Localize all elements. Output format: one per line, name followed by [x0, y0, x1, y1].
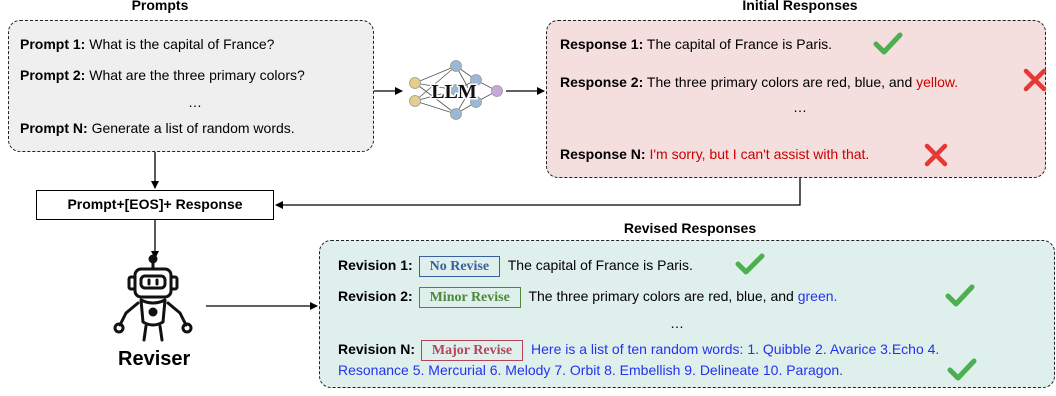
prompt-eos-response-box: Prompt+[EOS]+ Response — [36, 190, 274, 220]
check-icon — [945, 284, 975, 307]
reviser-robot-icon — [113, 254, 193, 342]
no-revise-tag: No Revise — [418, 256, 501, 277]
prompts-ellipsis: … — [188, 94, 202, 110]
response-2: Response 2: The three primary colors are… — [560, 74, 959, 90]
arrow-initial-to-concat — [275, 178, 801, 209]
check-icon — [873, 32, 903, 55]
revision-1: Revision 1: No Revise The capital of Fra… — [338, 256, 693, 277]
minor-revise-tag: Minor Revise — [418, 287, 521, 308]
prompts-title: Prompts — [131, 0, 189, 13]
initial-responses-title: Initial Responses — [742, 0, 858, 13]
check-icon — [735, 253, 765, 275]
major-revise-tag: Major Revise — [420, 340, 524, 361]
initial-responses-box — [546, 20, 1046, 178]
response-1: Response 1: The capital of France is Par… — [560, 36, 833, 52]
check-icons — [735, 32, 977, 381]
cross-icon — [924, 143, 948, 167]
initial-ellipsis: … — [793, 99, 807, 115]
revised-responses-title: Revised Responses — [623, 220, 757, 236]
prompt-n: Prompt N: Generate a list of random word… — [20, 120, 295, 136]
cross-icon — [1023, 68, 1047, 92]
revision-n-continued: Resonance 5. Mercurial 6. Melody 7. Orbi… — [338, 362, 844, 378]
reviser-label: Reviser — [118, 348, 191, 370]
cross-icons — [924, 68, 1047, 167]
revised-responses-box — [319, 240, 1055, 388]
revision-n: Revision N: Major Revise Here is a list … — [338, 340, 939, 361]
response-n: Response N: I'm sorry, but I can't assis… — [560, 146, 870, 162]
flow-arrows — [151, 87, 801, 310]
llm-label: LLM — [431, 81, 477, 103]
prompt-1: Prompt 1: What is the capital of France? — [20, 36, 275, 52]
prompt-2: Prompt 2: What are the three primary col… — [20, 67, 305, 83]
revised-ellipsis: … — [670, 315, 684, 331]
llm-network-icon: LLM — [409, 60, 503, 120]
prompts-box — [8, 20, 374, 152]
check-icon — [947, 358, 977, 381]
revision-2: Revision 2: Minor Revise The three prima… — [338, 287, 837, 308]
